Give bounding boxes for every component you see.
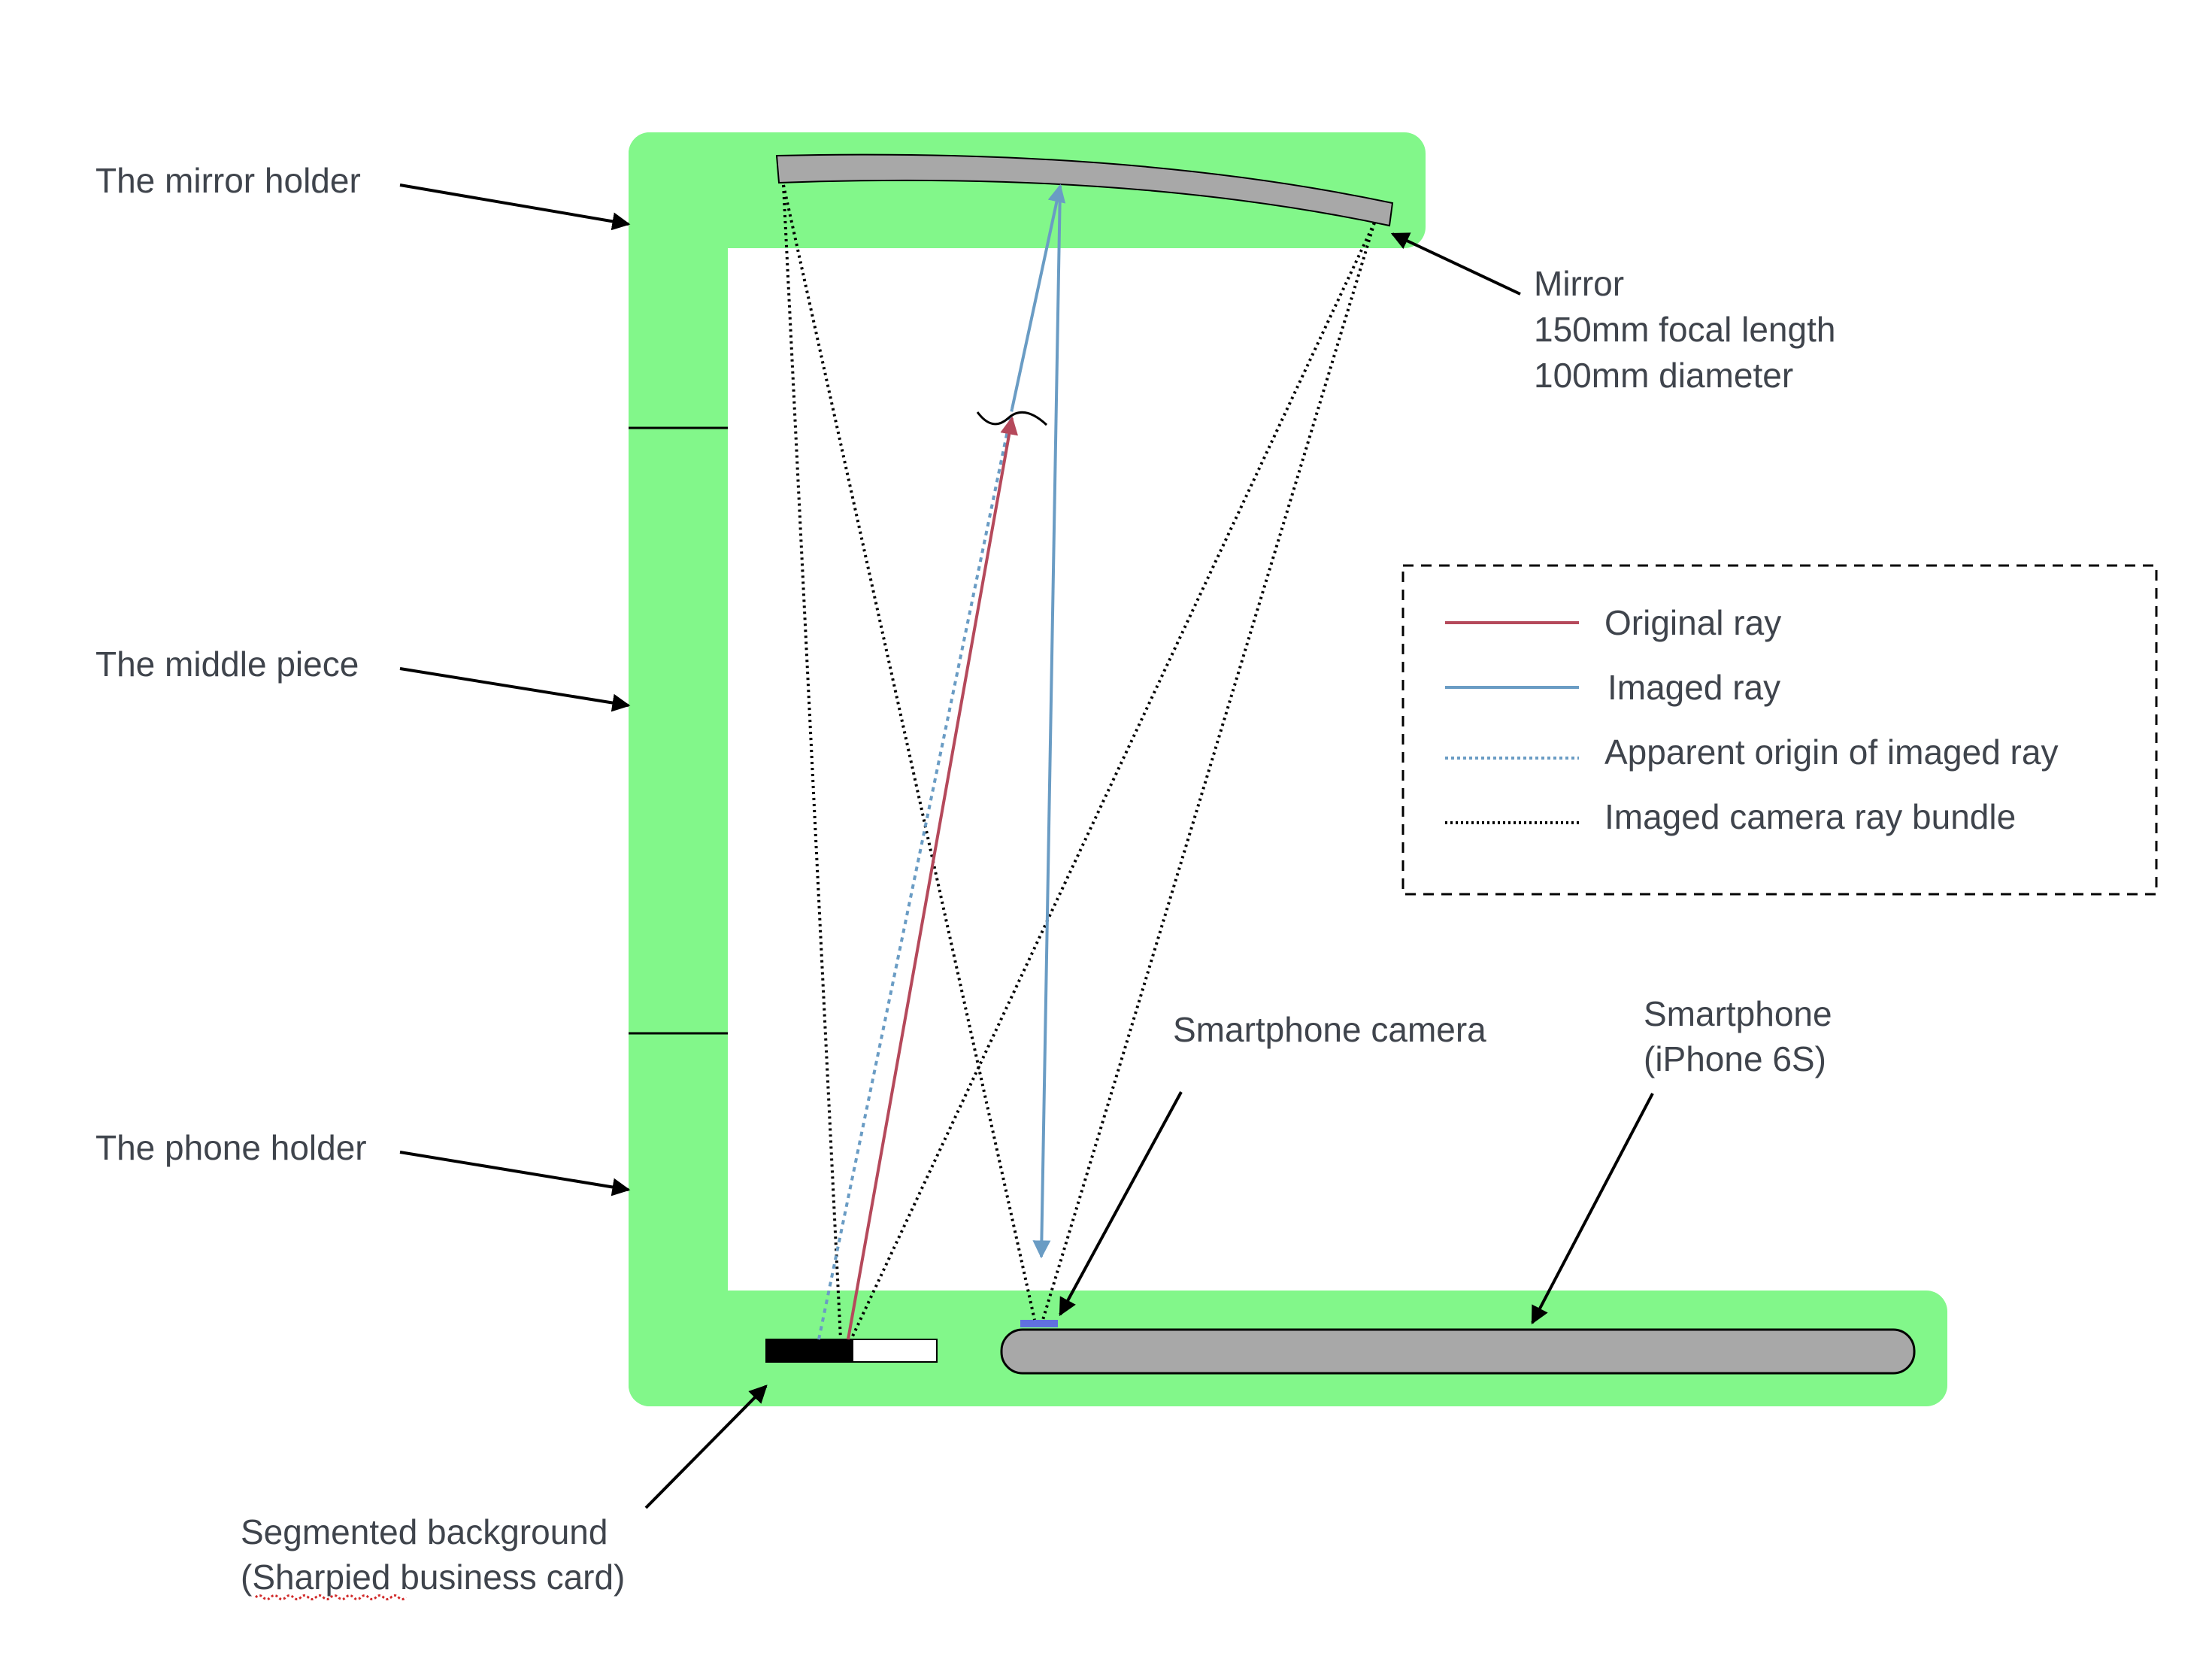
bundle-ray-1 xyxy=(782,184,842,1340)
label-smartphone-model: (iPhone 6S) xyxy=(1644,1039,1826,1078)
spellcheck-underline xyxy=(254,1594,408,1600)
pointer-smartphone xyxy=(1531,1093,1654,1325)
frame-vertical-column xyxy=(629,132,728,1406)
bundle-ray-4 xyxy=(1041,222,1376,1321)
label-middle-piece: The middle piece xyxy=(95,645,359,684)
imaged-ray-down xyxy=(1032,185,1062,1259)
pointer-phone-holder xyxy=(399,1151,631,1197)
pointer-mirror-holder xyxy=(399,183,631,231)
pointer-middle-piece xyxy=(399,667,631,712)
legend-label-apparent-origin: Apparent origin of imaged ray xyxy=(1604,732,2058,772)
background-card-white xyxy=(852,1339,938,1363)
legend-label-imaged-ray: Imaged ray xyxy=(1607,668,1780,707)
imaged-ray-up xyxy=(1011,183,1066,410)
original-ray xyxy=(847,416,1019,1340)
apparent-origin-ray xyxy=(817,408,1014,1340)
smartphone-body xyxy=(1000,1328,1916,1375)
label-segmented-background: Segmented background xyxy=(241,1512,608,1551)
label-mirror: Mirror xyxy=(1534,264,1624,303)
label-mirror-holder: The mirror holder xyxy=(95,161,361,200)
label-mirror-focal-length: 150mm focal length xyxy=(1534,310,1835,349)
pointer-arrows xyxy=(399,183,1654,1509)
label-smartphone: Smartphone xyxy=(1644,994,1832,1033)
mirror xyxy=(775,153,1394,227)
background-card-black xyxy=(765,1339,853,1363)
bundle-ray-2 xyxy=(782,184,1036,1321)
holder-frame xyxy=(629,132,1947,1406)
camera-ray-bundle xyxy=(782,184,1376,1340)
pointer-mirror xyxy=(1390,232,1521,296)
label-phone-holder: The phone holder xyxy=(95,1128,367,1167)
label-smartphone-camera: Smartphone camera xyxy=(1173,1010,1486,1049)
pointer-camera xyxy=(1059,1091,1183,1317)
label-mirror-diameter: 100mm diameter xyxy=(1534,356,1793,395)
legend: Original ray Imaged ray Apparent origin … xyxy=(1401,564,2158,896)
label-sharpied-card: (Sharpied business card) xyxy=(241,1557,625,1597)
legend-label-original-ray: Original ray xyxy=(1604,603,1781,642)
pointer-background xyxy=(644,1385,768,1509)
camera-lens xyxy=(1020,1320,1058,1327)
bundle-ray-3 xyxy=(850,222,1376,1340)
legend-label-camera-bundle: Imaged camera ray bundle xyxy=(1604,797,2016,836)
break-symbol xyxy=(976,411,1048,426)
